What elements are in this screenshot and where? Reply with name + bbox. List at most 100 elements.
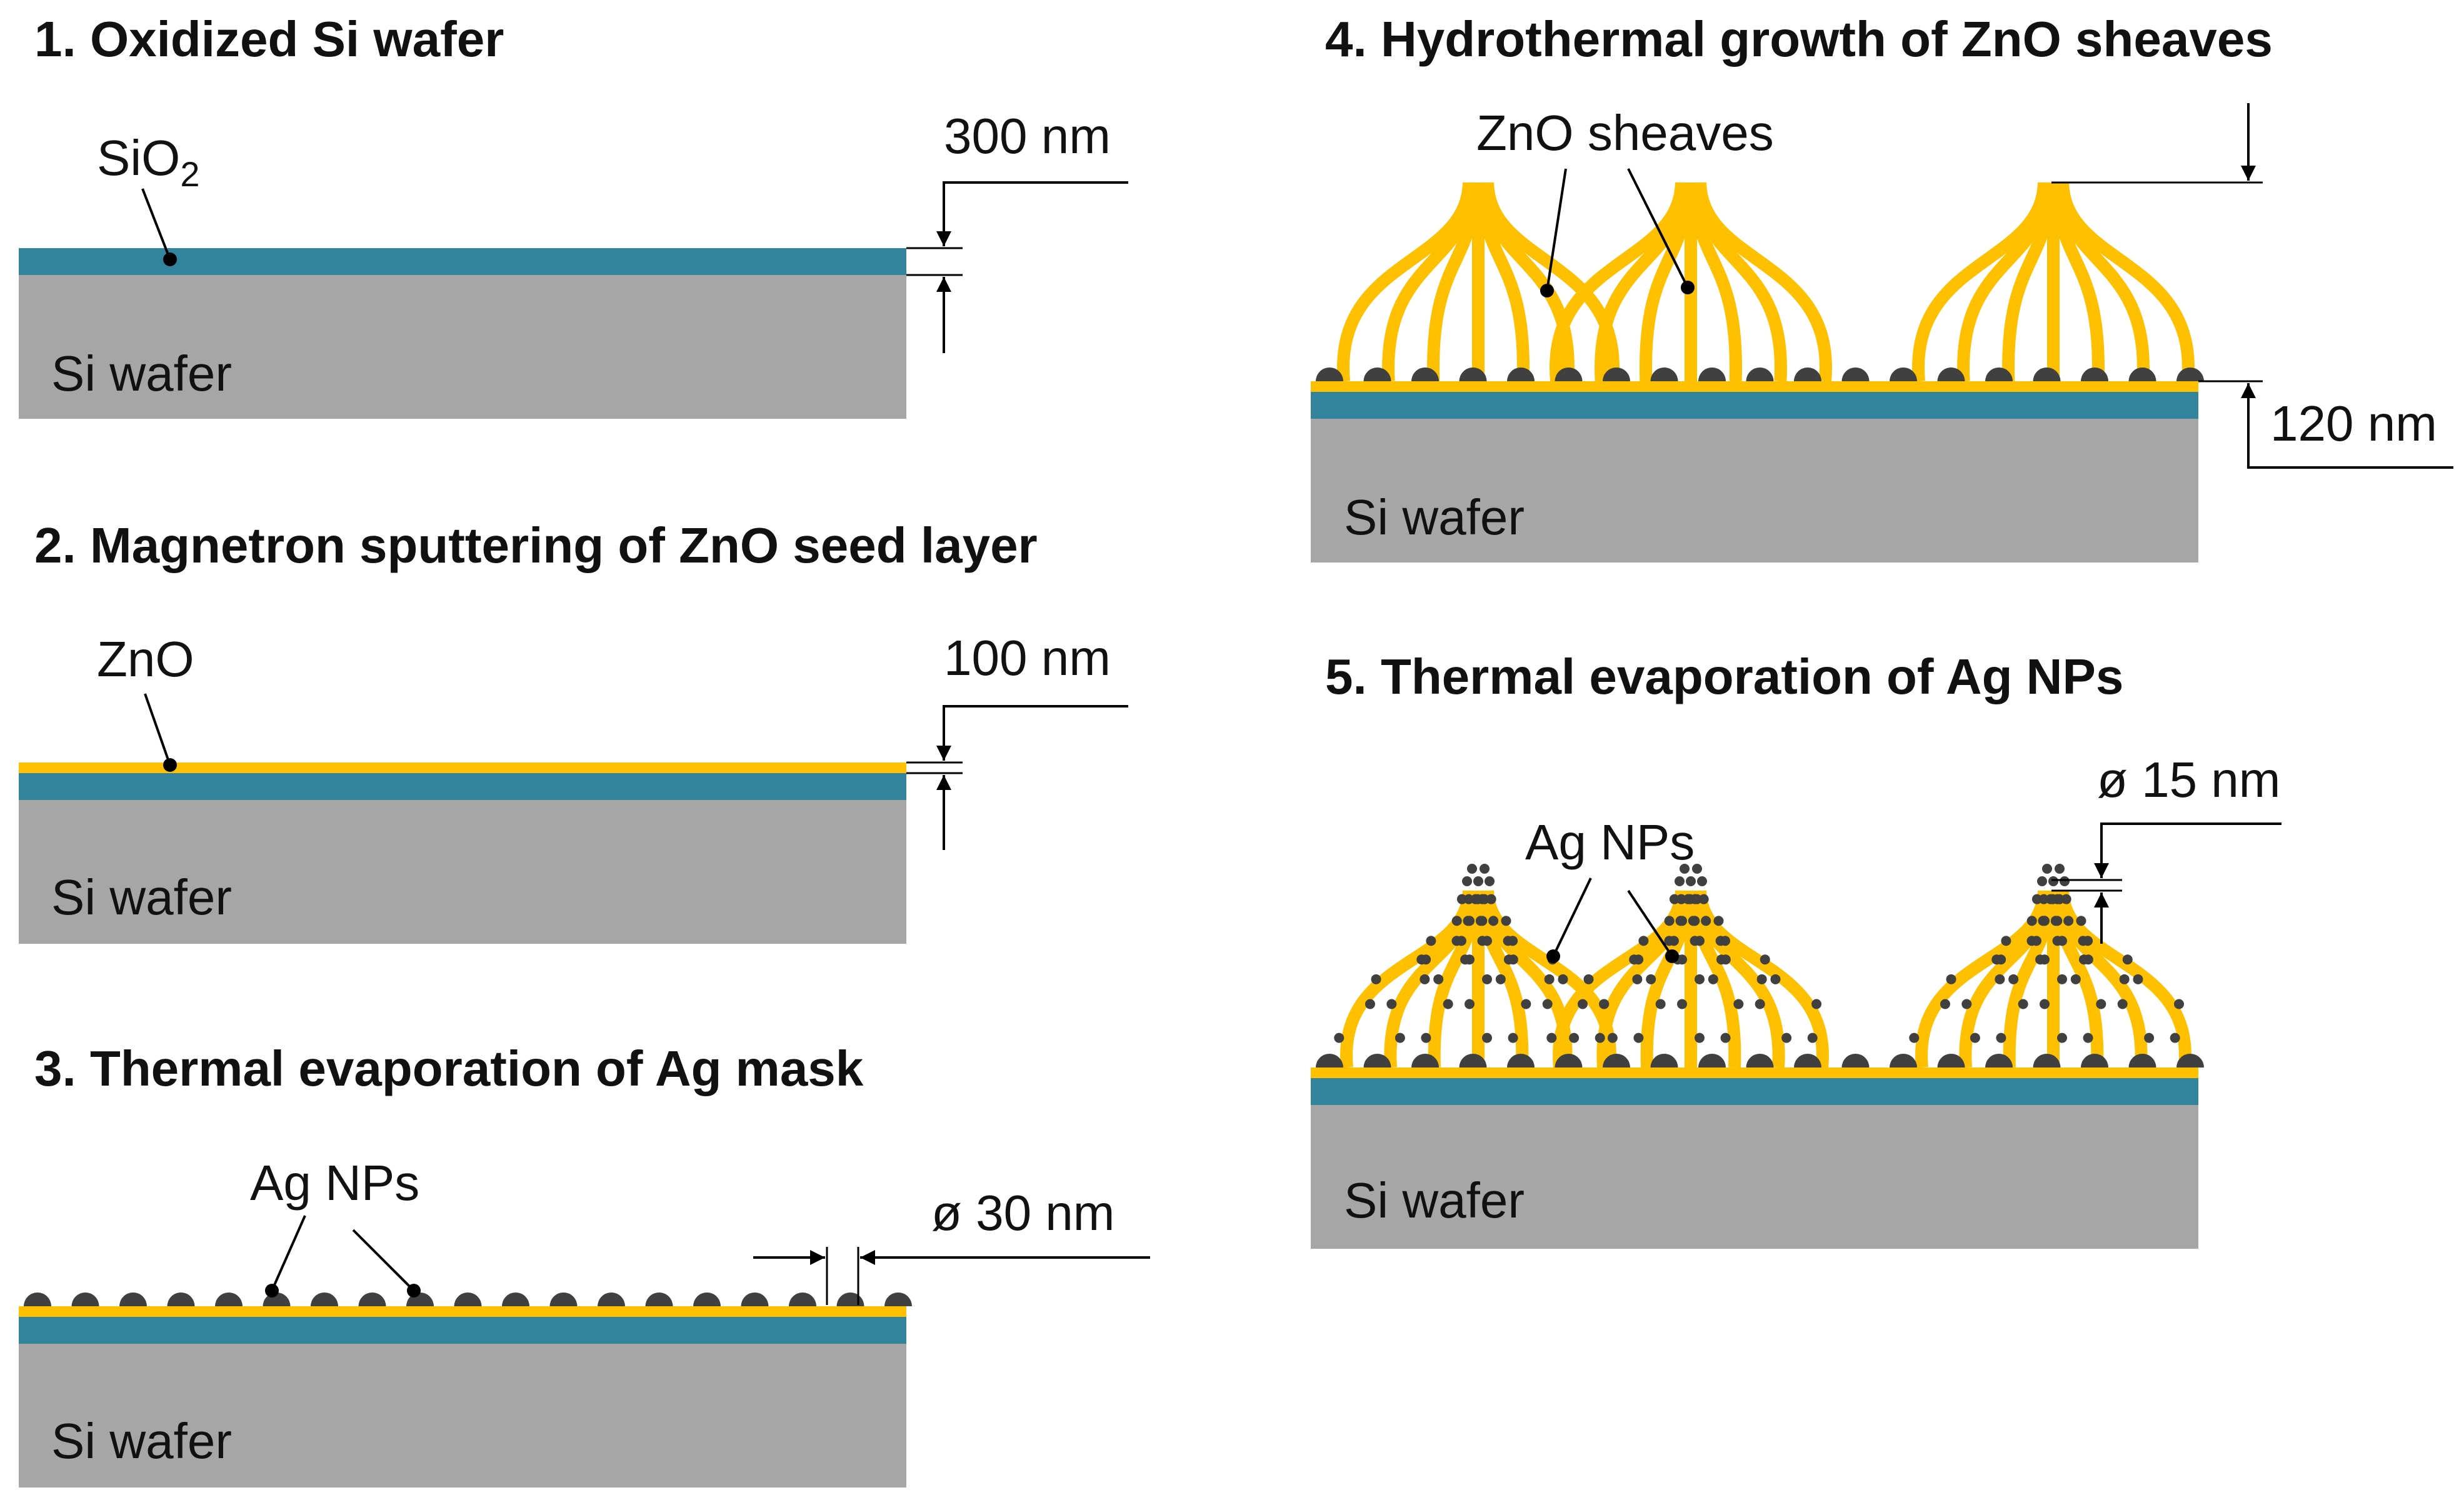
ag-particle bbox=[1677, 999, 1687, 1009]
ag-particle bbox=[1996, 954, 2006, 965]
zno-leader-dot bbox=[163, 758, 177, 772]
ag-particle bbox=[1544, 974, 1555, 984]
ag-mask-particle bbox=[2081, 1054, 2108, 1068]
panel-4-title: 4. Hydrothermal growth of ZnO sheaves bbox=[1325, 11, 2273, 67]
ag-particle bbox=[1595, 1032, 1605, 1043]
si-wafer-label: Si wafer bbox=[1344, 1172, 1525, 1228]
panel-4: 4. Hydrothermal growth of ZnO sheaves Si… bbox=[1311, 11, 2453, 562]
ag-mask-particle bbox=[741, 1292, 769, 1306]
ag-particle bbox=[1807, 1032, 1818, 1043]
zno-seed-layer bbox=[1311, 381, 2198, 392]
ag-particle bbox=[1503, 936, 1513, 946]
ag-leader-line-1 bbox=[271, 1215, 306, 1291]
ag-particle bbox=[1433, 974, 1444, 984]
ag-particle bbox=[1443, 999, 1453, 1009]
ag-mask-particle bbox=[2128, 368, 2156, 381]
panel-2: 2. Magnetron sputtering of ZnO seed laye… bbox=[19, 518, 1128, 944]
ag-mask-particle bbox=[549, 1292, 578, 1306]
ag-particle bbox=[1698, 894, 1709, 904]
ag-particle bbox=[1946, 974, 1956, 984]
ag-particle bbox=[1970, 1032, 1980, 1043]
ag-mask-particle bbox=[1603, 1054, 1630, 1068]
ag-particle bbox=[1465, 916, 1475, 926]
ag-particle bbox=[2040, 916, 2050, 926]
ag-particle bbox=[1701, 916, 1711, 926]
ag-particle bbox=[1477, 916, 1488, 926]
ag-mask-particle bbox=[2176, 1054, 2204, 1068]
sio2-leader-dot bbox=[163, 252, 177, 266]
ag-particle bbox=[2119, 974, 2130, 984]
ag-mask-particle bbox=[71, 1292, 99, 1306]
ag-particle bbox=[1482, 974, 1492, 984]
ag-particle bbox=[1633, 1032, 1644, 1043]
ag-particle bbox=[1546, 1032, 1557, 1043]
ag-nps-label: Ag NPs bbox=[1525, 814, 1695, 870]
ag-particle bbox=[2055, 864, 2065, 874]
ag-particle bbox=[1675, 876, 1685, 886]
si-wafer-layer bbox=[1311, 419, 2198, 562]
ag-mask-particle bbox=[1841, 368, 1870, 381]
panel-3: 3. Thermal evaporation of Ag mask Si waf… bbox=[19, 1041, 1150, 1488]
ag-mask-particle bbox=[1507, 1054, 1535, 1068]
ag-mask-particle bbox=[1650, 368, 1678, 381]
ag-leader-line-2 bbox=[352, 1229, 415, 1292]
ag-mask-particle bbox=[1555, 1054, 1583, 1068]
ag-particle bbox=[1421, 954, 1431, 965]
ag-particle bbox=[1664, 936, 1675, 946]
dimension-120nm: 120 nm bbox=[2270, 396, 2437, 451]
sio2-label-subscript: 2 bbox=[180, 154, 199, 194]
ag-leader-dot-2 bbox=[1665, 949, 1679, 963]
ag-particle bbox=[2170, 1032, 2180, 1043]
ag-particle bbox=[1713, 916, 1724, 926]
ag-mask-particle bbox=[1507, 368, 1535, 381]
ag-particle bbox=[1690, 916, 1700, 926]
ag-particle bbox=[2052, 916, 2063, 926]
ag-particle bbox=[1632, 974, 1643, 984]
ag-particle bbox=[1542, 999, 1553, 1009]
ag-particle bbox=[2133, 974, 2143, 984]
ag-particle bbox=[2048, 876, 2058, 886]
ag-particle bbox=[1664, 916, 1675, 926]
ag-particle bbox=[2122, 954, 2133, 965]
ag-particle bbox=[1940, 999, 1950, 1009]
ag-particle bbox=[2040, 954, 2050, 965]
ag-particle bbox=[1482, 1032, 1492, 1043]
ag-leader-dot-2 bbox=[407, 1284, 421, 1298]
ag-mask-particle bbox=[1603, 368, 1630, 381]
ag-mask-particle bbox=[1555, 368, 1583, 381]
ag-particles bbox=[1316, 864, 2204, 1068]
panel-2-title: 2. Magnetron sputtering of ZnO seed laye… bbox=[34, 518, 1038, 573]
ag-particle bbox=[2061, 894, 2071, 904]
ag-mask-particle bbox=[1841, 1054, 1870, 1068]
ag-particle bbox=[2096, 999, 2106, 1009]
dimension-30nm: ø 30 nm bbox=[931, 1185, 1114, 1241]
ag-particle bbox=[1720, 954, 1731, 965]
ag-particle bbox=[1462, 876, 1472, 886]
ag-particle bbox=[1692, 864, 1702, 874]
ag-mask-particle bbox=[358, 1292, 386, 1306]
ag-mask-particle bbox=[1985, 368, 2013, 381]
sio2-layer bbox=[19, 773, 906, 800]
zno-leader-line bbox=[144, 693, 171, 766]
ag-particle bbox=[2117, 999, 2128, 1009]
ag-particle bbox=[2070, 974, 2081, 984]
ag-particle bbox=[1477, 936, 1488, 946]
ag-mask-particle bbox=[1746, 1054, 1774, 1068]
ag-mask-particle bbox=[2033, 368, 2061, 381]
ag-mask-particle bbox=[1746, 368, 1774, 381]
ag-particle bbox=[1695, 974, 1705, 984]
ag-particle bbox=[1686, 876, 1696, 886]
ag-particle bbox=[2040, 999, 2050, 1009]
dimension-100nm: 100 nm bbox=[944, 630, 1111, 686]
ag-particle bbox=[1420, 974, 1430, 984]
ag-mask-particle bbox=[1794, 1054, 1821, 1068]
ag-particle bbox=[1961, 999, 1972, 1009]
ag-mask-particle bbox=[2128, 1054, 2156, 1068]
zno-seed-layer bbox=[1311, 1068, 2198, 1078]
ag-particle bbox=[1508, 1032, 1518, 1043]
sheaves-leader-dot-1 bbox=[1540, 284, 1554, 298]
sio2-layer bbox=[1311, 1078, 2198, 1105]
zno-sheaf-strand bbox=[1694, 182, 1832, 382]
ag-mask-particle bbox=[1363, 1054, 1391, 1068]
sio2-layer bbox=[19, 248, 906, 275]
